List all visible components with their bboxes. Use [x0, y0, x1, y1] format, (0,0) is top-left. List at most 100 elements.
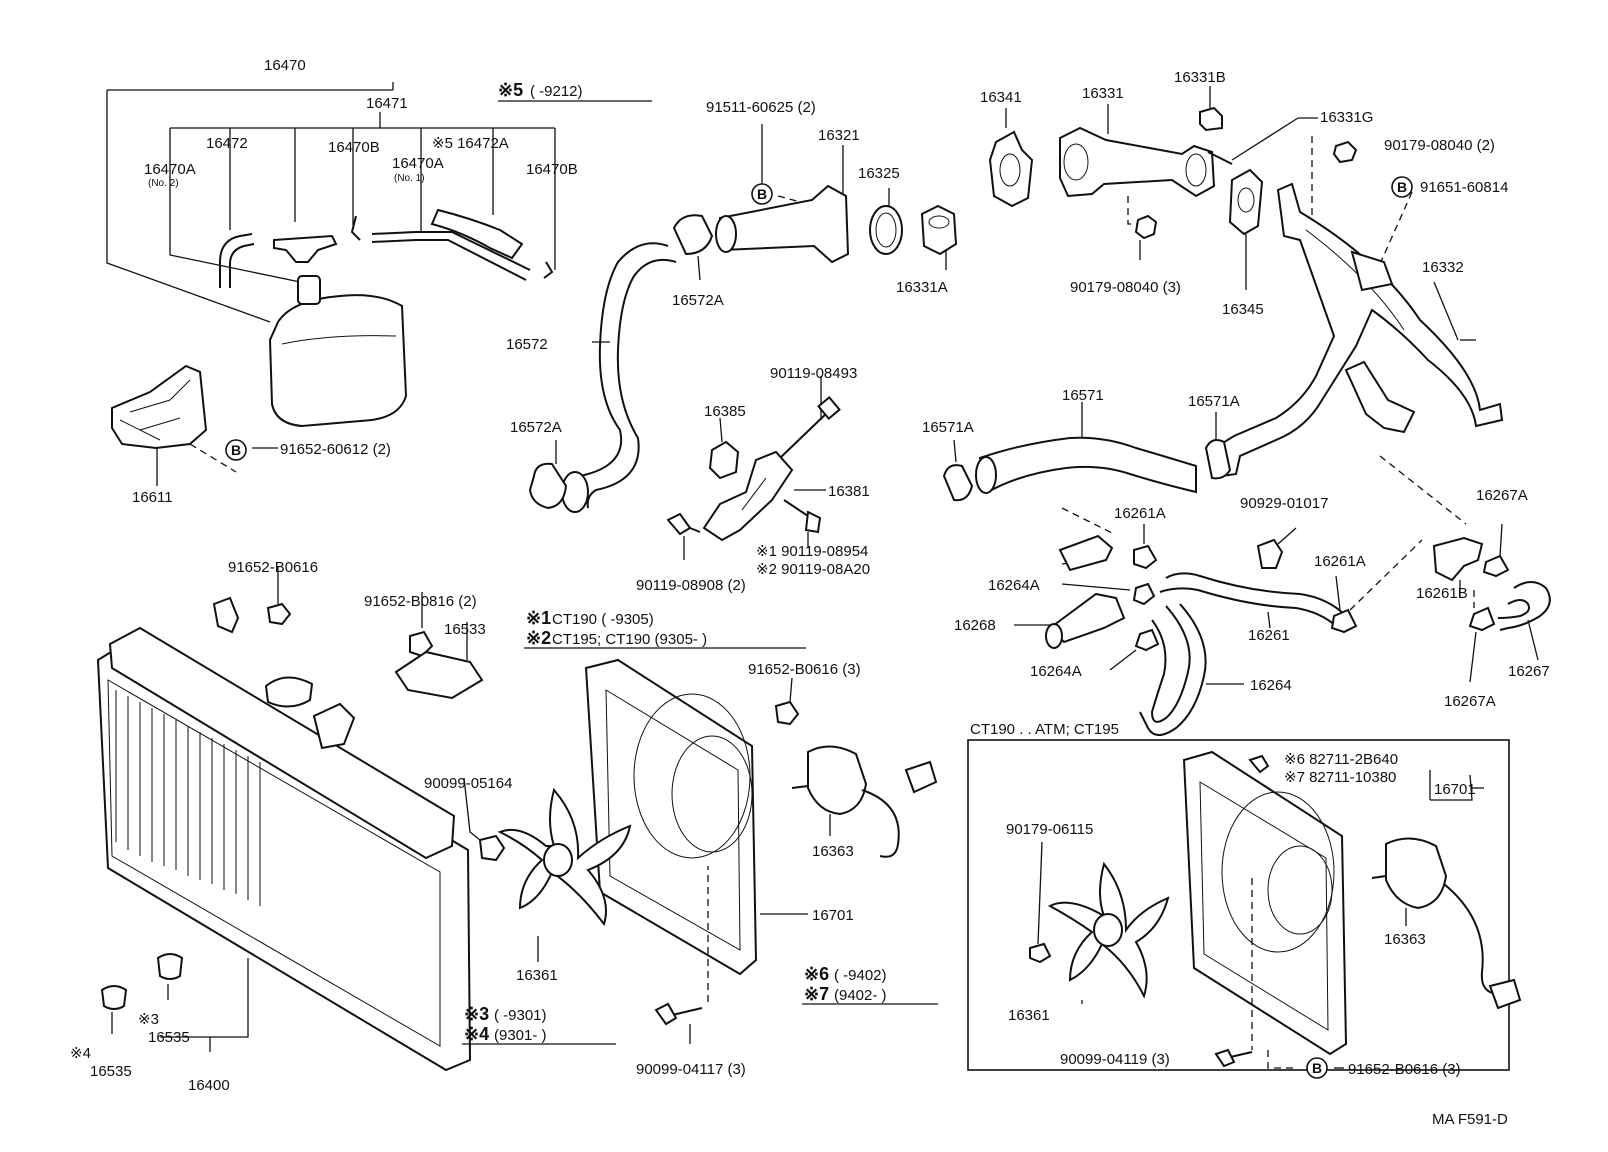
note-16535-4: ※4 — [70, 1045, 91, 1062]
nut-icon — [708, 440, 740, 480]
label-16470: 16470 — [264, 57, 306, 74]
water-outlet-icon — [1059, 126, 1216, 198]
bracket-icon — [111, 364, 208, 450]
bypass-hoses-group — [1014, 455, 1551, 736]
note-1-text: CT190 ( -9305) — [552, 611, 654, 628]
label-16381: 16381 — [828, 483, 870, 500]
fan-shroud-icon — [1182, 750, 1348, 1056]
label-note2-bolt: ※2 90119-08A20 — [756, 561, 870, 578]
box-label-91652: 91652-B0616 (3) — [1348, 1061, 1461, 1078]
note-16535-3: ※3 — [138, 1011, 159, 1028]
box-label-16361: 16361 — [1008, 1007, 1050, 1024]
note-7-range: (9402- ) — [834, 987, 887, 1004]
note-6-range: ( -9402) — [834, 967, 887, 984]
label-16325: 16325 — [858, 165, 900, 182]
b-marker-icon — [751, 183, 773, 205]
label-16572: 16572 — [506, 336, 548, 353]
label-16345: 16345 — [1222, 301, 1264, 318]
svg-text:B: B — [1397, 179, 1407, 195]
label-16472: 16472 — [206, 135, 248, 152]
label-16331: 16331 — [1082, 85, 1124, 102]
label-16267a-bot: 16267A — [1444, 693, 1496, 710]
label-91651: 91651-60814 — [1420, 179, 1508, 196]
label-16470a-no2: 16470A — [144, 161, 196, 178]
alt-fan-box — [967, 739, 1522, 1071]
label-16572a-bot: 16572A — [510, 419, 562, 436]
bracket-16381-group — [666, 376, 841, 560]
radiator-group — [96, 566, 506, 1072]
label-16264: 16264 — [1250, 677, 1292, 694]
note-5: ※5 — [498, 80, 523, 100]
water-outlet-group — [988, 86, 1504, 478]
label-90179-08040-3: 90179-08040 (3) — [1070, 279, 1181, 296]
label-16267a-top: 16267A — [1476, 487, 1528, 504]
gasket-icon — [988, 130, 1034, 208]
bracket-icon — [394, 650, 484, 700]
radiator-cap-icon — [273, 234, 338, 263]
label-91511: 91511-60625 (2) — [706, 99, 816, 116]
note-6: ※6 — [804, 964, 829, 984]
label-16470b-2: 16470B — [526, 161, 578, 178]
label-16400: 16400 — [188, 1077, 230, 1094]
label-90119-08493: 90119-08493 — [770, 365, 857, 382]
label-16571a-right: 16571A — [1188, 393, 1240, 410]
thermostat-group — [498, 100, 958, 513]
note-7: ※7 — [804, 984, 829, 1004]
label-16264a-1: 16264A — [988, 577, 1040, 594]
b-marker-icon — [225, 439, 247, 461]
union-icon — [1432, 536, 1484, 582]
svg-text:B: B — [757, 186, 767, 202]
hose-16571-group — [942, 402, 1232, 502]
box-label-90099: 90099-04119 (3) — [1060, 1051, 1170, 1068]
diagram-code: MA F591-D — [1432, 1111, 1508, 1128]
label-16701: 16701 — [812, 907, 854, 924]
label-16572a-top: 16572A — [672, 292, 724, 309]
label-90099-05164: 90099-05164 — [424, 775, 512, 792]
gasket-icon — [869, 205, 903, 255]
label-16332: 16332 — [1422, 259, 1464, 276]
note-4: ※4 — [464, 1024, 489, 1044]
hose-clamp-icon — [942, 464, 974, 502]
hose-clamp-icon — [1204, 439, 1232, 480]
label-16321: 16321 — [818, 127, 860, 144]
label-16267: 16267 — [1508, 663, 1550, 680]
hose-fitting-icon — [1048, 592, 1126, 644]
fan-motor-icon — [807, 745, 868, 816]
label-90099-04117: 90099-04117 (3) — [636, 1061, 746, 1078]
label-16361: 16361 — [516, 967, 558, 984]
grommet-icon — [156, 953, 184, 980]
gasket-icon — [1228, 168, 1264, 236]
label-16331b: 16331B — [1174, 69, 1226, 86]
water-inlet-icon — [718, 184, 850, 264]
label-16341: 16341 — [980, 89, 1022, 106]
b-marker-icon — [1391, 176, 1413, 198]
label-91652-b0616: 91652-B0616 — [228, 559, 318, 576]
reservoir-group — [106, 82, 556, 486]
label-16535-a: 16535 — [148, 1029, 190, 1046]
labels: 16470 16471 16472 16470B 16470A (No. 2) … — [70, 57, 1550, 1128]
fan-shroud-icon — [584, 658, 758, 976]
label-16472a: ※5 16472A — [432, 135, 509, 152]
note-1: ※1 — [526, 608, 551, 628]
label-90929: 90929-01017 — [1240, 495, 1328, 512]
box-title: CT190 . . ATM; CT195 — [970, 721, 1119, 738]
box-label-16701: 16701 — [1434, 781, 1476, 798]
bracket-plate-icon — [702, 450, 794, 542]
label-91652-b0616-3: 91652-B0616 (3) — [748, 661, 861, 678]
label-91652-60612: 91652-60612 (2) — [280, 441, 391, 458]
note-3-range: ( -9301) — [494, 1007, 547, 1024]
box-label-16363: 16363 — [1384, 931, 1426, 948]
svg-text:B: B — [1312, 1060, 1322, 1076]
label-16261b: 16261B — [1416, 585, 1468, 602]
label-16571a-left: 16571A — [922, 419, 974, 436]
b-markers: B B B B — [225, 176, 1413, 1079]
box-label-90179: 90179-06115 — [1006, 821, 1093, 838]
label-16363: 16363 — [812, 843, 854, 860]
svg-text:B: B — [231, 442, 241, 458]
label-90119-08908: 90119-08908 (2) — [636, 577, 746, 594]
label-16261a-1: 16261A — [1114, 505, 1166, 522]
label-16471: 16471 — [366, 95, 408, 112]
note-2: ※2 — [526, 628, 551, 648]
label-91652-b0816: 91652-B0816 (2) — [364, 593, 477, 610]
